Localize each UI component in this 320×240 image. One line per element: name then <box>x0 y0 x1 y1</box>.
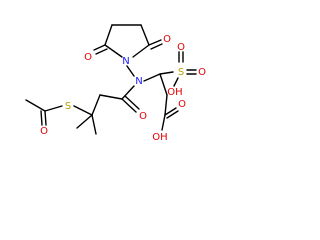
cquat-s-bond <box>73 105 93 116</box>
succinimide-ring <box>93 24 163 58</box>
structure-canvas: O O N N S O S O O OH O O OH <box>25 24 206 143</box>
atom-n-amide: N <box>135 76 142 87</box>
atom-o-sulfo-right: O <box>198 67 206 78</box>
thioacetyl-branch <box>25 94 101 135</box>
atom-o-acid: O <box>178 99 186 110</box>
ring-bond-c5-n <box>132 44 150 58</box>
sulfo-group <box>159 51 197 87</box>
atom-oh-acid: OH <box>152 132 167 143</box>
ch2-cooh-bond <box>164 94 168 116</box>
cquat-methyl2-bond <box>91 114 97 135</box>
s-oh-bond <box>173 77 179 87</box>
n-carbonyl-bond <box>121 85 135 100</box>
amide-carbonyl <box>99 94 140 113</box>
ch2-cquat-bond <box>91 94 101 116</box>
n-ch-bond <box>143 73 161 82</box>
acid-co-bond-a <box>164 107 177 116</box>
chemical-structure-diagram: O O N N S O S O O OH O O OH <box>25 24 206 143</box>
atom-o-sulfo-top: O <box>177 42 185 53</box>
acyl-methyl-bond <box>25 99 46 112</box>
n-n-bond <box>126 65 135 77</box>
amide-co-bond-b <box>124 95 140 110</box>
atom-n-ring: N <box>122 56 129 67</box>
atom-o-acetyl: O <box>40 126 48 137</box>
atom-o-ring-bottom: O <box>84 52 92 63</box>
ring-carbonyl-bottom-a <box>93 44 106 51</box>
s-acyl-bond <box>44 105 63 112</box>
acyl-co-bond-a <box>44 110 47 126</box>
atom-o-ring-top: O <box>163 34 171 45</box>
acid-oh-bond <box>161 114 166 131</box>
ch-ch2-bond <box>159 73 168 96</box>
atom-s-thio: S <box>65 101 71 112</box>
ring-bond-c2-n <box>104 44 123 58</box>
atom-s-sulfo: S <box>178 67 184 78</box>
ring-carbonyl-top-b <box>150 43 163 50</box>
ring-bond-c3-c2 <box>104 24 113 46</box>
ch-s-bond <box>159 71 174 75</box>
cquat-methyl1-bond <box>76 114 93 129</box>
ring-bond-c4-c5 <box>140 24 150 46</box>
hydrazide-linkage <box>121 65 161 100</box>
acyl-co-bond-b <box>40 110 43 126</box>
acid-co-bond-b <box>166 110 179 119</box>
ring-carbonyl-bottom-b <box>95 48 108 55</box>
atom-oh-sulfo: OH <box>167 87 182 98</box>
amide-co-bond-a <box>121 98 137 113</box>
ring-carbonyl-top-a <box>148 39 162 46</box>
amide-ch2-bond <box>99 94 123 100</box>
carboxymethyl-group <box>159 73 179 131</box>
atom-o-amide: O <box>139 111 147 122</box>
